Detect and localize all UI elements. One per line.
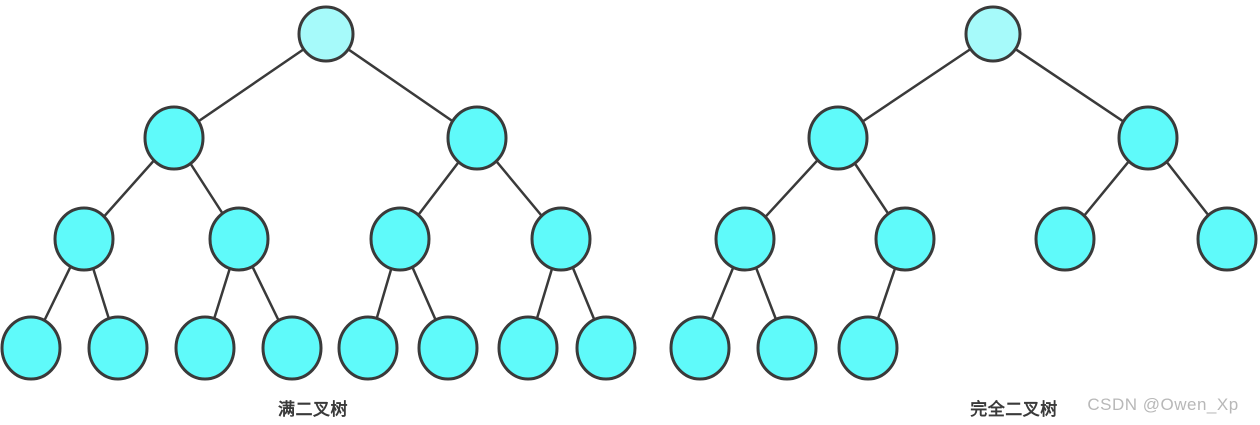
tree-node-internal[interactable] bbox=[208, 206, 270, 272]
tree-node-internal[interactable] bbox=[446, 105, 508, 171]
tree-node-internal[interactable] bbox=[530, 206, 592, 272]
tree-node-internal[interactable] bbox=[874, 206, 936, 272]
tree-node-leaf[interactable] bbox=[1034, 206, 1096, 272]
tree-node-leaf[interactable] bbox=[756, 315, 818, 381]
tree-node-leaf[interactable] bbox=[261, 315, 323, 381]
tree-node-internal[interactable] bbox=[714, 206, 776, 272]
tree-node-leaf[interactable] bbox=[575, 315, 637, 381]
tree-node-internal[interactable] bbox=[807, 105, 869, 171]
complete-binary-tree-label: 完全二叉树 bbox=[970, 400, 1058, 419]
tree-node-internal[interactable] bbox=[1117, 105, 1179, 171]
tree-node-leaf[interactable] bbox=[837, 315, 899, 381]
tree-node-leaf[interactable] bbox=[174, 315, 236, 381]
tree-node-root[interactable] bbox=[964, 5, 1022, 63]
nodes-layer bbox=[0, 5, 1258, 381]
tree-node-leaf[interactable] bbox=[0, 315, 62, 381]
tree-node-leaf[interactable] bbox=[337, 315, 399, 381]
tree-node-internal[interactable] bbox=[53, 206, 115, 272]
tree-node-leaf[interactable] bbox=[87, 315, 149, 381]
watermark-label: CSDN @Owen_Xp bbox=[1087, 395, 1239, 414]
tree-node-leaf[interactable] bbox=[1196, 206, 1258, 272]
tree-node-internal[interactable] bbox=[369, 206, 431, 272]
tree-node-leaf[interactable] bbox=[417, 315, 479, 381]
tree-node-leaf[interactable] bbox=[497, 315, 559, 381]
tree-node-root[interactable] bbox=[297, 5, 355, 63]
full-binary-tree-label: 满二叉树 bbox=[278, 400, 348, 419]
tree-node-leaf[interactable] bbox=[669, 315, 731, 381]
tree-node-internal[interactable] bbox=[143, 105, 205, 171]
